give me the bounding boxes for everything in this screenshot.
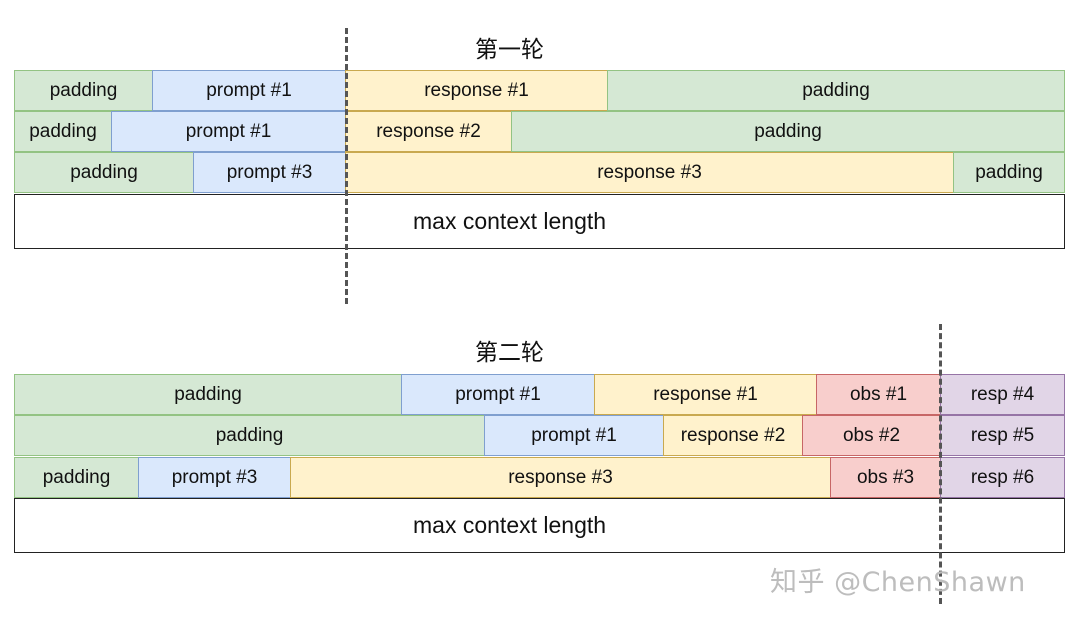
round1-row2-seg-3: response #2 (345, 111, 512, 152)
round2-row2-seg-1: padding (14, 415, 485, 456)
round2-max-context-label: max context length (413, 512, 607, 538)
round1-row2-seg-1: padding (14, 111, 112, 152)
round2-title: 第二轮 (475, 340, 544, 366)
round2-row3-seg-5: resp #6 (940, 457, 1065, 498)
round1-row3-seg-3: response #3 (345, 152, 954, 193)
round2-row-1: padding prompt #1 response #1 obs #1 res… (14, 374, 1065, 415)
round2-row2-seg-2: prompt #1 (484, 415, 664, 456)
round1-row-3: padding prompt #3 response #3 padding (14, 152, 1065, 193)
round2-row1-seg-2: prompt #1 (401, 374, 595, 415)
round1-row-1: padding prompt #1 response #1 padding (14, 70, 1065, 111)
round2-cut-line (939, 324, 942, 604)
round1-max-context-box: max context length (14, 194, 1065, 249)
round1-cut-line (345, 28, 348, 304)
round2-row3-seg-2: prompt #3 (138, 457, 291, 498)
round2-row1-seg-1: padding (14, 374, 402, 415)
round2-row1-seg-5: resp #4 (940, 374, 1065, 415)
round1-row1-seg-2: prompt #1 (152, 70, 346, 111)
round2-row2-seg-3: response #2 (663, 415, 803, 456)
round2-max-context-box: max context length (14, 498, 1065, 553)
round1-row2-seg-4: padding (511, 111, 1065, 152)
round2-row3-seg-4: obs #3 (830, 457, 941, 498)
round2-row2-seg-5: resp #5 (940, 415, 1065, 456)
round1-row3-seg-1: padding (14, 152, 194, 193)
round1-row2-seg-2: prompt #1 (111, 111, 346, 152)
round2-row1-seg-4: obs #1 (816, 374, 941, 415)
round1-row3-seg-4: padding (953, 152, 1065, 193)
round2-row-3: padding prompt #3 response #3 obs #3 res… (14, 457, 1065, 498)
round1-row1-seg-4: padding (607, 70, 1065, 111)
round2-row3-seg-1: padding (14, 457, 139, 498)
round1-row1-seg-3: response #1 (345, 70, 608, 111)
round2-row3-seg-3: response #3 (290, 457, 831, 498)
round1-row1-seg-1: padding (14, 70, 153, 111)
round1-row3-seg-2: prompt #3 (193, 152, 346, 193)
round2-row2-seg-4: obs #2 (802, 415, 941, 456)
round1-row-2: padding prompt #1 response #2 padding (14, 111, 1065, 152)
watermark: 知乎 @ChenShawn (770, 567, 1026, 598)
round1-title: 第一轮 (475, 37, 544, 63)
round2-row-2: padding prompt #1 response #2 obs #2 res… (14, 415, 1065, 456)
round2-row1-seg-3: response #1 (594, 374, 817, 415)
round1-max-context-label: max context length (413, 208, 607, 234)
